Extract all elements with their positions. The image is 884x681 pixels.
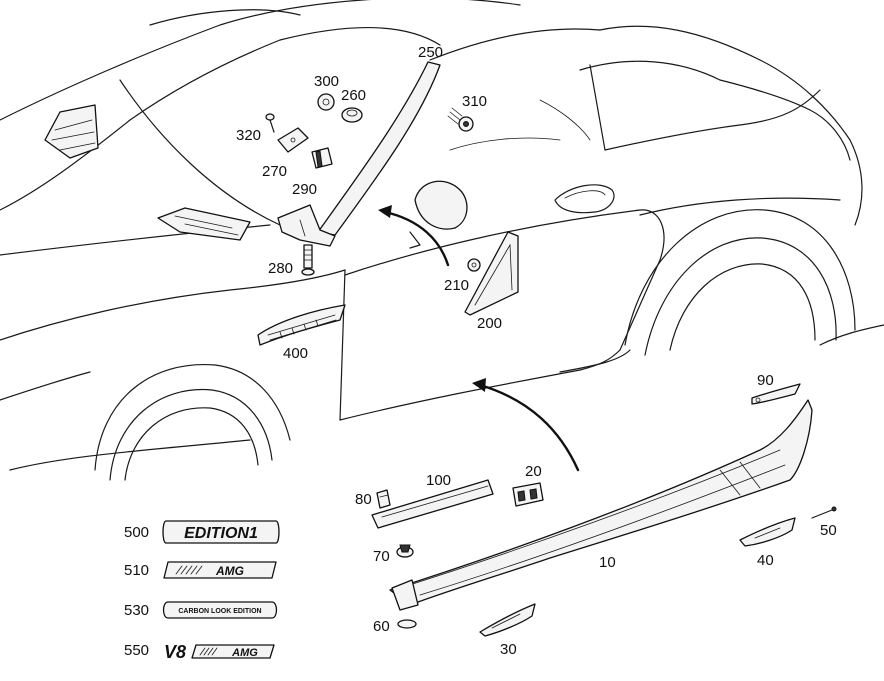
- callout-280: 280: [268, 260, 293, 277]
- callout-400: 400: [283, 345, 308, 362]
- callout-260: 260: [341, 87, 366, 104]
- callout-40: 40: [757, 552, 774, 569]
- badge-550-stripes: [199, 647, 218, 656]
- part-320-pin: [265, 113, 275, 133]
- badge-550-text: AMG: [231, 647, 258, 659]
- part-270-plate: [277, 127, 309, 153]
- part-30-bracket: [479, 603, 536, 637]
- part-20-connector: [512, 482, 544, 507]
- part-50-screw: [811, 506, 837, 519]
- part-10-side-skirt: [389, 399, 813, 611]
- callout-300: 300: [314, 73, 339, 90]
- part-260-grommet: [341, 107, 363, 123]
- part-80-clip: [376, 489, 391, 509]
- callout-90: 90: [757, 372, 774, 389]
- callout-250: 250: [418, 44, 443, 61]
- callout-200: 200: [477, 315, 502, 332]
- callout-70: 70: [373, 548, 390, 565]
- callout-50: 50: [820, 522, 837, 539]
- callout-320: 320: [236, 127, 261, 144]
- assembly-arrows: [378, 205, 580, 472]
- part-40-bracket: [739, 517, 796, 547]
- part-60-grommet: [397, 619, 417, 629]
- badge-500-plate: [162, 520, 280, 544]
- part-250-a-pillar-trim: [277, 61, 441, 247]
- part-70-clip: [396, 544, 414, 558]
- callout-100: 100: [426, 472, 451, 489]
- car-body-outline: [0, 0, 884, 481]
- badge-legend: 500 EDITION1 510 AMG 530 CARBON LOOK EDI…: [124, 520, 280, 662]
- part-400-side-vent: [257, 304, 346, 346]
- badge-510-text: AMG: [215, 564, 244, 578]
- callout-labels: 250 300 260 310 320 270 290 280 210 200 …: [236, 44, 837, 658]
- callout-10: 10: [599, 554, 616, 571]
- part-300-clip: [317, 93, 335, 111]
- badge-530-text: CARBON LOOK EDITION: [178, 608, 261, 615]
- callout-30: 30: [500, 641, 517, 658]
- part-310-screw: [447, 107, 474, 132]
- callout-270: 270: [262, 163, 287, 180]
- callout-80: 80: [355, 491, 372, 508]
- badge-530-plate: [162, 601, 278, 619]
- part-100-sill-strip: [371, 479, 494, 529]
- badge-number-510: 510: [124, 562, 149, 579]
- badge-550-prefix: V8: [164, 642, 186, 662]
- callout-210: 210: [444, 277, 469, 294]
- badge-number-500: 500: [124, 524, 149, 541]
- badge-500-text: EDITION1: [184, 525, 258, 542]
- callout-310: 310: [462, 93, 487, 110]
- badge-510-stripes: [175, 565, 203, 575]
- badge-number-550: 550: [124, 642, 149, 659]
- callout-290: 290: [292, 181, 317, 198]
- part-200-triangle-trim: [464, 231, 519, 316]
- callout-60: 60: [373, 618, 390, 635]
- callout-20: 20: [525, 463, 542, 480]
- part-290-bracket: [311, 147, 333, 169]
- part-280-bolt: [301, 244, 315, 276]
- part-90-bracket: [751, 383, 801, 405]
- part-210-nut: [467, 258, 481, 272]
- badge-number-530: 530: [124, 602, 149, 619]
